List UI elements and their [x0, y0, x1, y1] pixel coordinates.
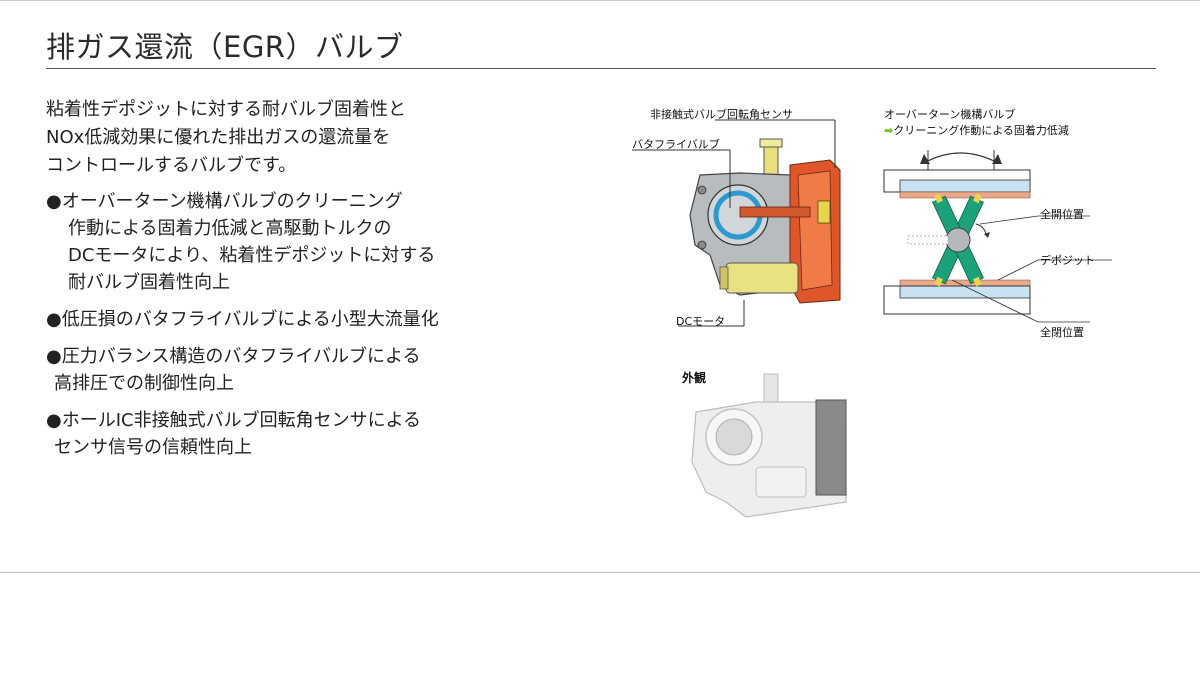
cleaning-note: ➡クリーニング作動による固着力低減	[884, 122, 1069, 138]
exterior-product-image	[691, 373, 847, 518]
label-sensor: 非接触式バルブ回転角センサ	[650, 108, 793, 121]
label-appearance: 外観	[682, 371, 707, 385]
label-butterfly-valve: バタフライバルブ	[632, 138, 720, 151]
overturn-title: オーバーターン機構バルブ	[884, 108, 1016, 121]
cleaning-note-text: クリーニング作動による固着力低減	[893, 124, 1069, 137]
intro-line: コントロールするバルブです。	[46, 155, 297, 176]
feature-line: ●ホールIC非接触式バルブ回転角センサによる	[46, 410, 422, 431]
leader-sensor	[715, 119, 836, 168]
feature-item: ●オーバーターン機構バルブのクリーニング 作動による固着力低減と高駆動トルクの …	[46, 188, 439, 296]
intro-line: 粘着性デポジットに対する耐バルブ固着性と	[46, 99, 406, 120]
leader-dc-motor	[678, 300, 745, 327]
feature-line: ●圧力バランス構造のバタフライバルブによる	[46, 346, 421, 367]
feature-item: ●ホールIC非接触式バルブ回転角センサによる センサ信号の信頼性向上	[46, 407, 439, 461]
overturn-valve-diagram	[883, 150, 1112, 323]
slide-title: 排ガス還流（EGR）バルブ	[46, 30, 404, 64]
feature-line: 作動による固着力低減と高駆動トルクの	[68, 218, 392, 239]
feature-line: DCモータにより、粘着性デポジットに対する	[68, 245, 436, 266]
slide-top-border	[0, 0, 1200, 1]
feature-item: ●低圧損のバタフライバルブによる小型大流量化	[46, 306, 439, 333]
feature-line: 耐バルブ固着性向上	[68, 272, 230, 293]
slide-bottom-border	[0, 572, 1200, 573]
feature-line: ●低圧損のバタフライバルブによる小型大流量化	[46, 309, 439, 330]
feature-line: ●オーバーターン機構バルブのクリーニング	[46, 191, 403, 212]
feature-line: センサ信号の信頼性向上	[54, 437, 252, 458]
feature-line: 高排圧での制御性向上	[54, 373, 234, 394]
intro-line: NOx低減効果に優れた排出ガスの還流量を	[46, 127, 391, 148]
feature-item: ●圧力バランス構造のバタフライバルブによる 高排圧での制御性向上	[46, 343, 439, 397]
label-full-close: 全閉位置	[1040, 326, 1084, 339]
intro-paragraph: 粘着性デポジットに対する耐バルブ固着性と NOx低減効果に優れた排出ガスの還流量…	[46, 96, 406, 180]
leader-butterfly	[632, 149, 731, 208]
green-arrow-icon: ➡	[884, 124, 894, 137]
feature-list: ●オーバーターン機構バルブのクリーニング 作動による固着力低減と高駆動トルクの …	[46, 188, 439, 471]
cutaway-illustration	[689, 138, 841, 304]
label-dc-motor: DCモータ	[676, 315, 726, 328]
label-full-open: 全開位置	[1040, 208, 1084, 221]
title-underline	[46, 68, 1156, 69]
label-deposit: デポジット	[1040, 254, 1095, 267]
